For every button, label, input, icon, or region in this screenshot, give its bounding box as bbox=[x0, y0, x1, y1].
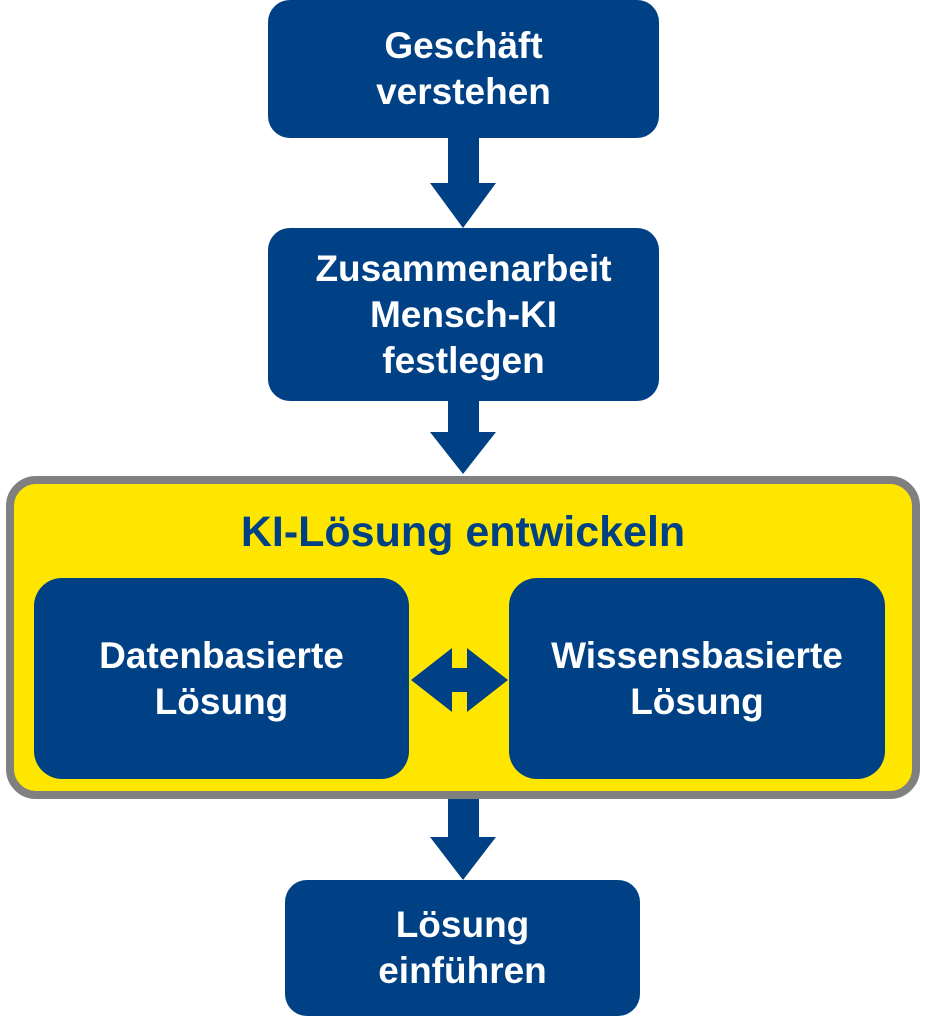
sub-box-label: Wissensbasierte Lösung bbox=[551, 634, 843, 722]
down-arrow-1 bbox=[430, 138, 496, 228]
container-title: KI-Lösung entwickeln bbox=[240, 508, 686, 556]
sub-box-label: Datenbasierte Lösung bbox=[99, 634, 344, 722]
step-label: Geschäft verstehen bbox=[376, 25, 551, 112]
step-label: Zusammenarbeit Mensch-KI festlegen bbox=[315, 247, 612, 381]
step-understand-business: Geschäft verstehen bbox=[268, 0, 659, 138]
knowledge-based-solution-box: Wissensbasierte Lösung bbox=[509, 578, 885, 779]
data-based-solution-box: Datenbasierte Lösung bbox=[34, 578, 409, 779]
down-arrow-3 bbox=[430, 799, 496, 880]
step-label: Lösung einführen bbox=[378, 904, 547, 991]
step-define-collaboration: Zusammenarbeit Mensch-KI festlegen bbox=[268, 228, 659, 401]
step-deploy-solution: Lösung einführen bbox=[285, 880, 640, 1016]
down-arrow-2 bbox=[430, 401, 496, 474]
